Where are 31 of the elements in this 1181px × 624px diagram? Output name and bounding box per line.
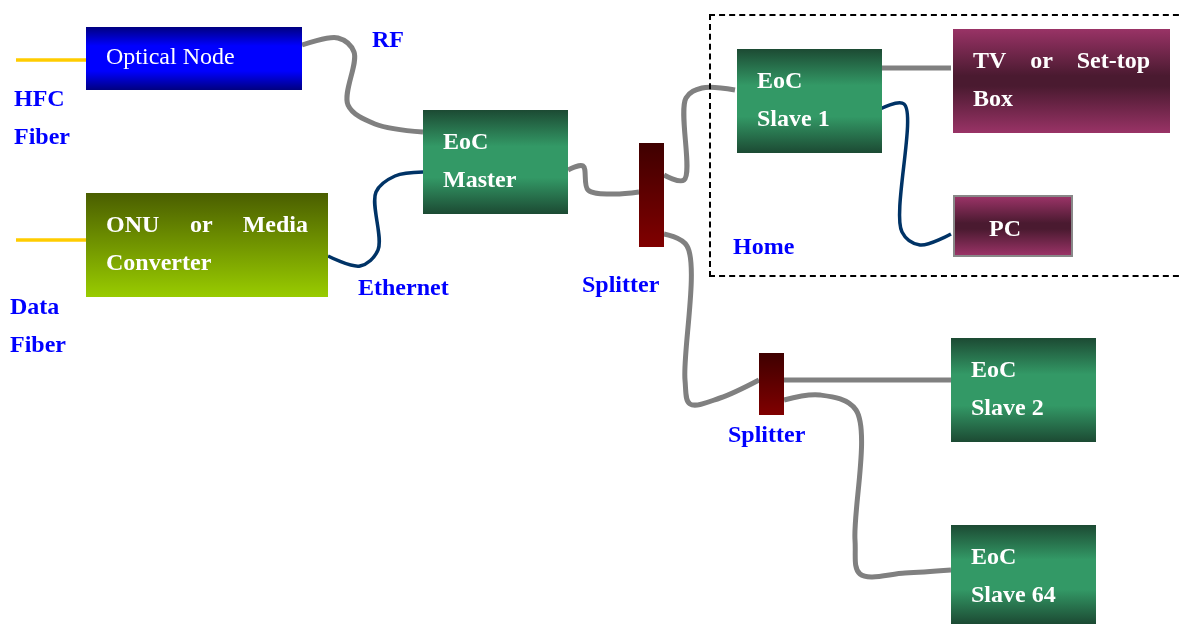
cable xyxy=(301,35,424,135)
eoc-box xyxy=(951,525,1096,624)
box-label: EoC Slave 64 xyxy=(971,542,1057,609)
eoc-box xyxy=(737,49,882,153)
optical-node-box xyxy=(86,27,302,90)
fiber-line xyxy=(16,238,86,242)
cable xyxy=(327,170,424,268)
fiber-label: Data Fiber xyxy=(10,292,67,359)
eoc-box xyxy=(423,110,568,214)
box-label: EoC Slave 1 xyxy=(757,66,831,133)
cable xyxy=(783,392,952,580)
device-box xyxy=(86,193,328,297)
fiber-line xyxy=(16,58,86,62)
device-box xyxy=(953,29,1170,133)
splitter-bar xyxy=(759,353,784,415)
area-label: Home xyxy=(733,232,795,261)
splitter-bar xyxy=(639,143,664,247)
box-label: EoC Slave 2 xyxy=(971,355,1045,422)
cable xyxy=(784,377,951,383)
device-box xyxy=(953,195,1073,257)
home-boundary xyxy=(709,14,1181,277)
box-label: PC xyxy=(989,214,1021,243)
component-label: Splitter xyxy=(728,420,806,449)
component-label: Splitter xyxy=(582,270,660,299)
box-label: Optical Node xyxy=(106,42,235,71)
cable xyxy=(663,231,761,408)
box-label: EoC Master xyxy=(443,127,518,194)
fiber-label: HFC Fiber xyxy=(14,84,71,151)
box-label: TV or Set-top Box xyxy=(973,46,1150,113)
box-label: ONU or Media Converter xyxy=(106,210,308,277)
eoc-box xyxy=(951,338,1096,442)
